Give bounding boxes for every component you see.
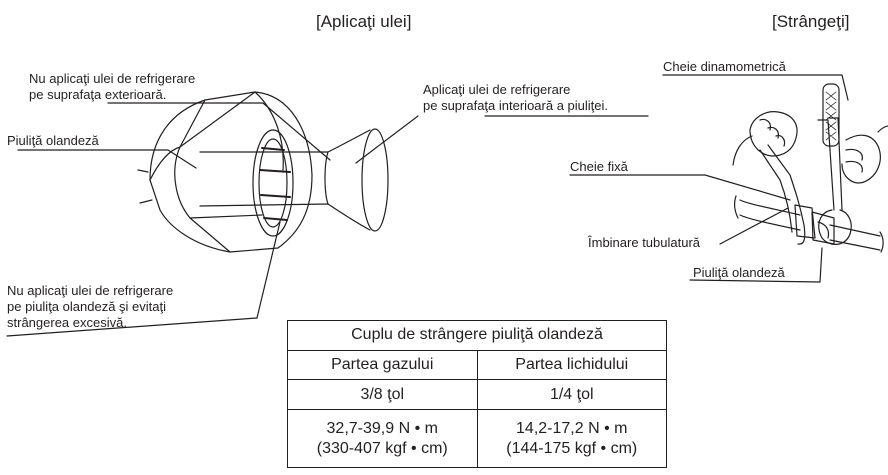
flare-nut-label: Piuliţă olandeză xyxy=(7,133,99,148)
tightening-drawing xyxy=(732,83,888,253)
pipe-union-label: Îmbinare tubulatură xyxy=(588,235,701,250)
apply-oil-inside-label: Aplicaţi ulei de refrigerare pe suprafaţ… xyxy=(423,82,609,113)
no-oil-outside-label: Nu aplicaţi ulei de refrigerare pe supra… xyxy=(29,71,196,102)
liquid-side-header: Partea lichidului xyxy=(476,349,667,381)
flare-nut-right-label: Piuliţă olandeză xyxy=(693,265,785,280)
table-title: Cuplu de strângere piuliţă olandeză xyxy=(287,320,667,351)
tighten-heading: [Strângeţi] xyxy=(772,12,850,31)
flare-nut-drawing xyxy=(137,91,389,253)
apply-oil-heading: [Aplicaţi ulei] xyxy=(316,12,412,31)
gas-side-header: Partea gazului xyxy=(287,349,478,381)
liquid-pipe-size: 1/4 ţol xyxy=(476,379,667,411)
torque-wrench-label: Cheie dinamometrică xyxy=(663,59,786,74)
gas-torque-value: 32,7-39,9 N • m (330-407 kgf • cm) xyxy=(287,409,478,468)
torque-table: Cuplu de strângere piuliţă olandeză Part… xyxy=(287,320,667,468)
spanner-label: Cheie fixă xyxy=(570,159,628,174)
right-leader-lines xyxy=(569,74,849,283)
liquid-torque-value: 14,2-17,2 N • m (144-175 kgf • cm) xyxy=(476,409,667,468)
no-oil-nut-label: Nu aplicaţi ulei de refrigerare pe piuli… xyxy=(7,283,174,330)
gas-pipe-size: 3/8 ţol xyxy=(287,379,478,411)
left-leader-lines xyxy=(6,102,649,337)
